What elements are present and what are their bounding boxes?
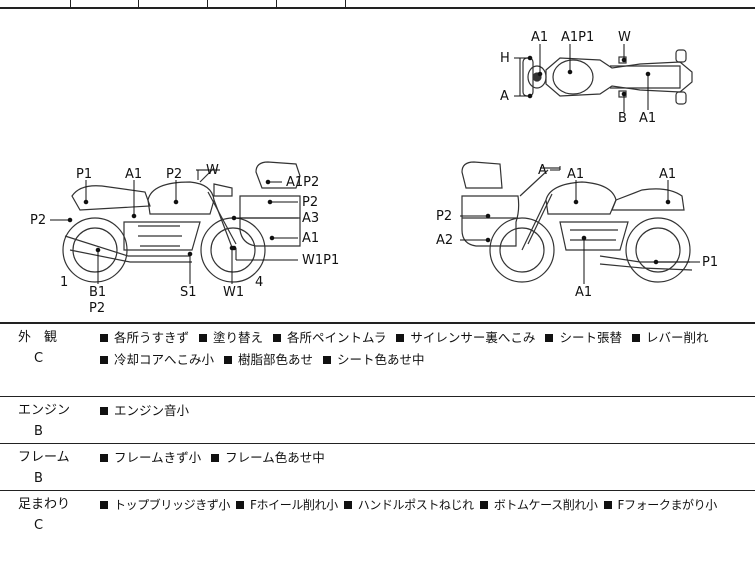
bullet-square-icon [631, 334, 640, 342]
condition-items: フレームきず小 フレーム色あせ中 [100, 447, 747, 469]
condition-item: 各所ペイントムラ [287, 330, 387, 345]
diagram-label: P2 [89, 301, 105, 316]
condition-item: ハンドルポストねじれ [357, 498, 474, 512]
motorcycle-right-view [461, 161, 693, 283]
bullet-square-icon [236, 501, 245, 509]
top-cell-divider [70, 0, 71, 7]
condition-item: フレームきず小 [114, 450, 202, 465]
top-cell-divider [138, 0, 139, 7]
row-divider [0, 322, 755, 324]
grade-badge: C [34, 351, 44, 366]
bullet-square-icon [224, 356, 233, 364]
bullet-square-icon [100, 334, 108, 342]
grade-badge: C [34, 518, 44, 533]
condition-item: 樹脂部色あせ [238, 352, 314, 367]
diagram-label: A1P2 [286, 175, 319, 190]
condition-item: 塗り替え [213, 330, 264, 345]
damage-diagram: A1 A1P1 W H A B A1 P1 A1 P2 W A1P2 P2 A3… [0, 7, 755, 322]
condition-item: 各所うすきず [114, 330, 190, 345]
category-label: 足まわり [18, 497, 71, 512]
motorcycle-top-view [519, 49, 693, 105]
grade-badge: B [34, 424, 43, 439]
diagram-label: 1 [60, 275, 68, 290]
condition-item: Fフォークまがり小 [617, 498, 718, 512]
bullet-square-icon [100, 407, 108, 415]
category-label: 外 観 [18, 330, 58, 345]
bullet-square-icon [100, 454, 108, 462]
bullet-square-icon [199, 334, 208, 342]
condition-item: Fホイール削れ小 [250, 498, 338, 512]
category-cell: フレーム B [18, 447, 88, 489]
diagram-label: S1 [180, 285, 197, 300]
condition-item: シート張替 [559, 330, 622, 345]
bullet-square-icon [211, 454, 220, 462]
diagram-label: B [618, 111, 627, 126]
diagram-label: 4 [255, 275, 263, 290]
category-cell: 足まわり C [18, 494, 88, 536]
diagram-label: A1 [567, 167, 584, 182]
category-cell: 外 観 C [18, 327, 88, 369]
condition-items: 各所うすきず 塗り替え 各所ペイントムラ サイレンサー裏へこみ シート張替 レバー削れ 冷… [100, 327, 747, 371]
condition-items: トップブリッジきず小 Fホイール削れ小 ハンドルポストねじれ ボトムケース削れ小 Fフォ… [100, 494, 747, 516]
diagram-label: W [618, 30, 631, 45]
condition-item: 冷却コアへこみ小 [114, 352, 215, 367]
diagram-label: A1 [575, 285, 592, 300]
diagram-label: P2 [30, 213, 46, 228]
category-label: フレーム [18, 450, 70, 465]
diagram-label: P2 [436, 209, 452, 224]
condition-item: サイレンサー裏へこみ [410, 330, 536, 345]
condition-item: ボトムケース削れ小 [493, 498, 598, 512]
condition-item: トップブリッジきず小 [114, 498, 231, 512]
bullet-square-icon [545, 334, 554, 342]
diagram-label: A1 [531, 30, 548, 45]
condition-items: エンジン音小 [100, 400, 747, 422]
diagram-label: P1 [76, 167, 92, 182]
condition-item: シート色あせ中 [337, 352, 425, 367]
diagram-label: A2 [436, 233, 453, 248]
condition-item: フレーム色あせ中 [225, 450, 325, 465]
category-label: エンジン [18, 403, 71, 418]
bullet-square-icon [343, 501, 352, 509]
top-cell-divider [276, 0, 277, 7]
condition-item: レバー削れ [645, 330, 709, 345]
bullet-square-icon [396, 334, 405, 342]
diagram-label: A [500, 89, 509, 104]
diagram-label: W [206, 163, 219, 178]
row-divider [0, 490, 755, 491]
bullet-square-icon [479, 501, 488, 509]
row-divider [0, 443, 755, 444]
diagram-label: P2 [302, 195, 318, 210]
diagram-label: B1 [89, 285, 106, 300]
grade-badge: B [34, 471, 43, 486]
row-divider [0, 396, 755, 397]
bullet-square-icon [100, 356, 108, 364]
diagram-label: W1P1 [302, 253, 339, 268]
top-rule [0, 7, 755, 9]
bullet-square-icon [603, 501, 612, 509]
diagram-label: A3 [302, 211, 319, 226]
diagram-label: P1 [702, 255, 718, 270]
diagram-label: A1 [302, 231, 319, 246]
top-cell-divider [345, 0, 346, 7]
category-cell: エンジン B [18, 400, 88, 442]
diagram-label: A1P1 [561, 30, 594, 45]
diagram-label: A1 [659, 167, 676, 182]
bullet-square-icon [273, 334, 282, 342]
diagram-label: A [538, 163, 547, 178]
diagram-label: W1 [223, 285, 244, 300]
condition-item: エンジン音小 [114, 403, 190, 418]
bullet-square-icon [100, 501, 108, 509]
diagram-label: H [500, 51, 510, 66]
diagram-label: A1 [125, 167, 142, 182]
bullet-square-icon [323, 356, 332, 364]
motorcycle-left-view [62, 161, 301, 283]
top-cell-divider [207, 0, 208, 7]
diagram-label: A1 [639, 111, 656, 126]
diagram-label: P2 [166, 167, 182, 182]
